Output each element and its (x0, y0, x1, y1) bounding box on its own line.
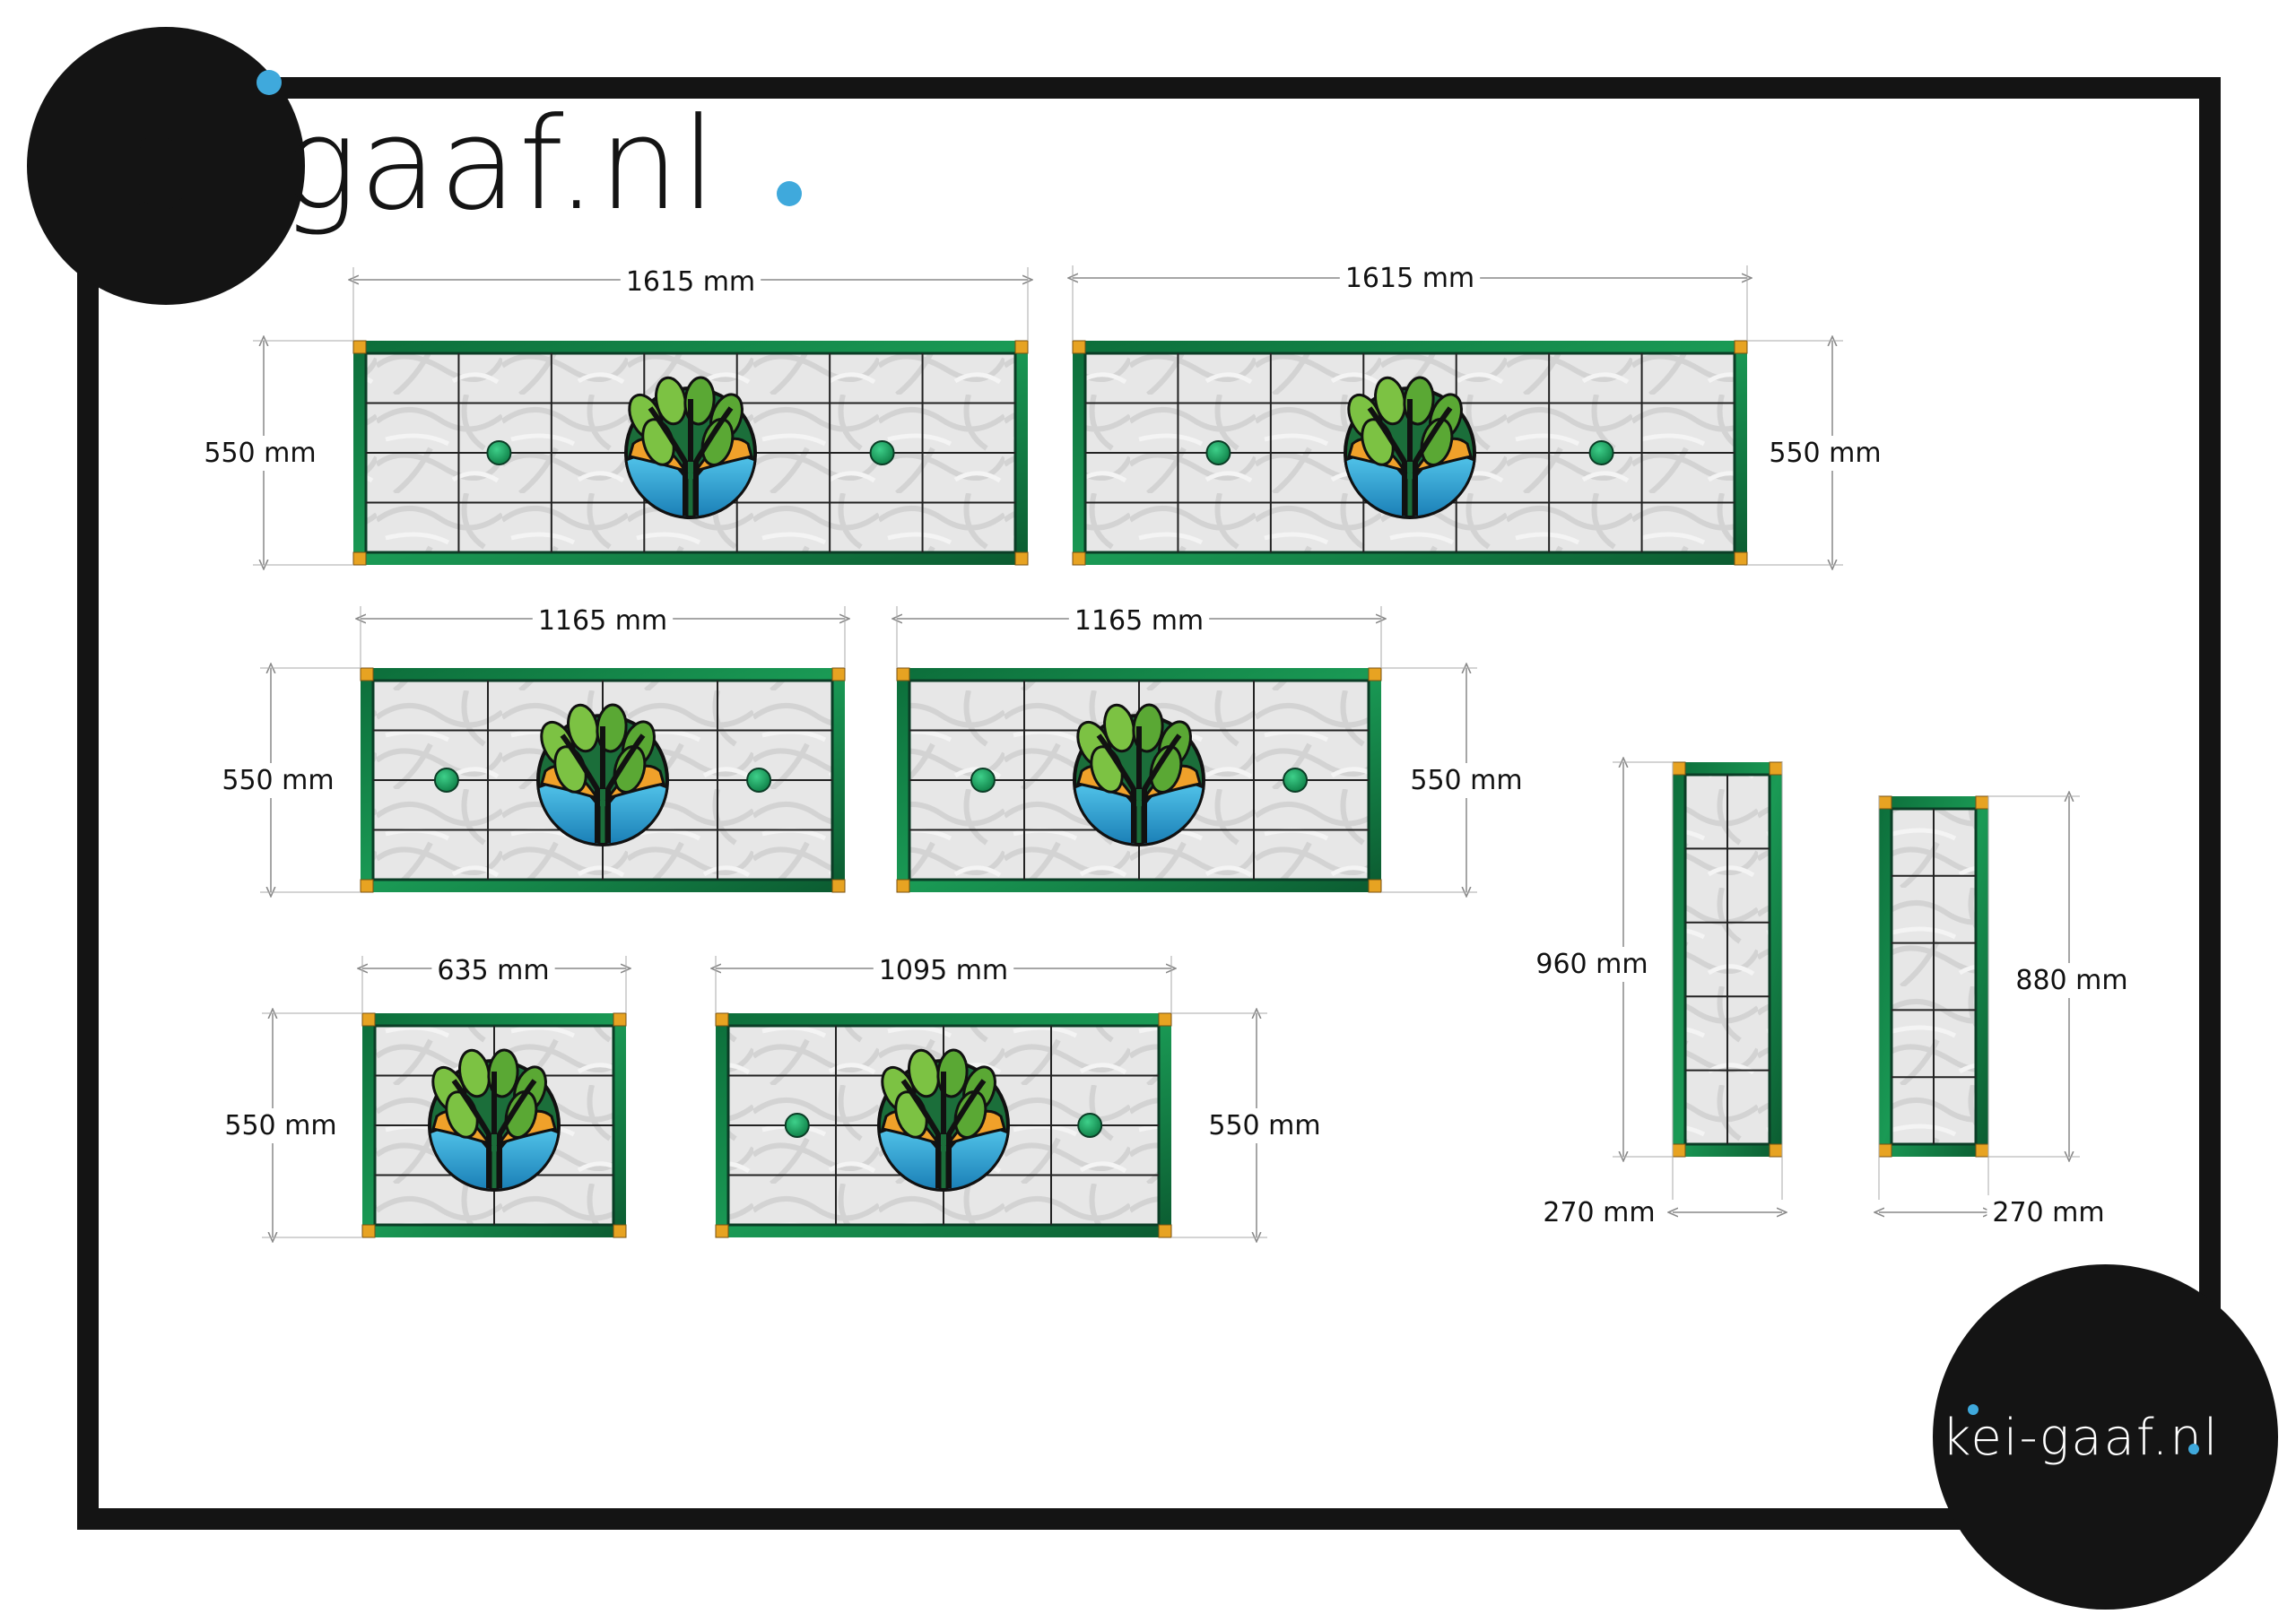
corner-square-icon (1672, 1143, 1686, 1158)
corner-square-icon (352, 551, 367, 566)
corner-square-icon (613, 1012, 627, 1027)
corner-square-icon (361, 1224, 376, 1238)
label-background (1530, 947, 1654, 982)
corner-square-icon (715, 1012, 729, 1027)
corner-square-icon (361, 1012, 376, 1027)
panel-3-width-label: 1165 mm (538, 605, 667, 637)
corner-square-icon (715, 1224, 729, 1238)
label-background (1068, 603, 1210, 638)
tree-of-life-icon (877, 1048, 1010, 1192)
green-jewel-icon (1077, 1113, 1103, 1138)
logo-wordmark-large: kei-gaaf.nl (45, 91, 718, 239)
corner-square-icon (1072, 551, 1086, 566)
panel-3-height-label: 550 mm (222, 765, 334, 796)
corner-square-icon (1734, 551, 1748, 566)
corner-square-icon (360, 879, 374, 893)
panel-4-width-label: 1165 mm (1074, 605, 1204, 637)
label-background (873, 953, 1014, 988)
panel-7 (1613, 762, 1782, 1212)
corner-square-icon (1158, 1224, 1172, 1238)
corner-square-icon (1672, 761, 1686, 776)
label-background (532, 603, 674, 638)
logo-wordmark-small: kei-gaaf.nl (1942, 1409, 2219, 1467)
label-background (1987, 1195, 2110, 1230)
green-jewel-icon (970, 768, 996, 793)
corner-square-icon (896, 879, 910, 893)
green-jewel-icon (1283, 768, 1309, 793)
label-background (1763, 436, 1887, 471)
panel-1-height-label: 550 mm (204, 438, 316, 469)
label-background (1537, 1195, 1661, 1230)
tree-of-life-icon (624, 376, 757, 519)
green-jewel-icon (746, 768, 772, 793)
corner-square-icon (613, 1224, 627, 1238)
corner-square-icon (1014, 340, 1029, 354)
label-background (1203, 1108, 1326, 1143)
label-background (1339, 261, 1481, 296)
logo-dot-small-icon (1968, 1404, 1979, 1415)
corner-square-icon (1072, 340, 1086, 354)
drawing-frame (77, 77, 2221, 1530)
label-background (198, 436, 322, 471)
tree-of-life-icon (1073, 703, 1205, 846)
label-background (620, 265, 761, 299)
panel-5-height-label: 550 mm (224, 1110, 336, 1141)
tree-of-life-icon (428, 1048, 561, 1192)
corner-square-icon (360, 667, 374, 681)
corner-square-icon (1769, 1143, 1783, 1158)
green-jewel-icon (869, 440, 895, 465)
panel-6-width-label: 1095 mm (879, 955, 1008, 986)
green-jewel-icon (433, 768, 459, 793)
label-background (219, 1108, 343, 1143)
green-jewel-icon (1588, 440, 1614, 465)
panel-5-width-label: 635 mm (437, 955, 549, 986)
panel-7-height-label: 960 mm (1535, 949, 1648, 980)
corner-square-icon (1975, 795, 1989, 810)
corner-square-icon (1975, 1143, 1989, 1158)
panel-2-width-label: 1615 mm (1345, 263, 1474, 294)
logo-dot-icon (777, 181, 802, 206)
panel-2-height-label: 550 mm (1769, 438, 1881, 469)
green-jewel-icon (784, 1113, 810, 1138)
corner-square-icon (1878, 795, 1892, 810)
corner-square-icon (1014, 551, 1029, 566)
corner-square-icon (352, 340, 367, 354)
panel-5 (262, 956, 626, 1237)
corner-square-icon (1769, 761, 1783, 776)
corner-square-icon (1368, 667, 1382, 681)
panel-6 (716, 956, 1267, 1237)
corner-square-icon (1158, 1012, 1172, 1027)
label-background (216, 763, 340, 798)
panel-4-height-label: 550 mm (1410, 765, 1522, 796)
corner-square-icon (831, 667, 846, 681)
corner-square-icon (1368, 879, 1382, 893)
panel-1 (253, 267, 1028, 565)
logo-badge-large (27, 27, 305, 305)
panel-1-width-label: 1615 mm (626, 266, 755, 298)
label-background (2010, 963, 2134, 998)
green-jewel-icon (1205, 440, 1231, 465)
corner-square-icon (1734, 340, 1748, 354)
tree-of-life-icon (536, 703, 669, 846)
panel-8-width-label: 270 mm (1992, 1197, 2104, 1228)
corner-square-icon (831, 879, 846, 893)
label-background (431, 953, 555, 988)
logo-dot-icon (257, 70, 282, 95)
panel-7-width-label: 270 mm (1543, 1197, 1655, 1228)
panel-8-height-label: 880 mm (2015, 965, 2127, 996)
panel-6-height-label: 550 mm (1208, 1110, 1320, 1141)
logo-dot-small-icon (2188, 1444, 2199, 1454)
label-background (1405, 763, 1528, 798)
green-jewel-icon (486, 440, 512, 465)
panel-2 (1073, 265, 1843, 565)
tree-of-life-icon (1344, 376, 1476, 519)
panel-3 (260, 606, 845, 892)
corner-square-icon (896, 667, 910, 681)
logo-badge-small (1933, 1264, 2278, 1610)
corner-square-icon (1878, 1143, 1892, 1158)
panel-4 (897, 606, 1477, 892)
panel-8 (1879, 796, 2080, 1212)
